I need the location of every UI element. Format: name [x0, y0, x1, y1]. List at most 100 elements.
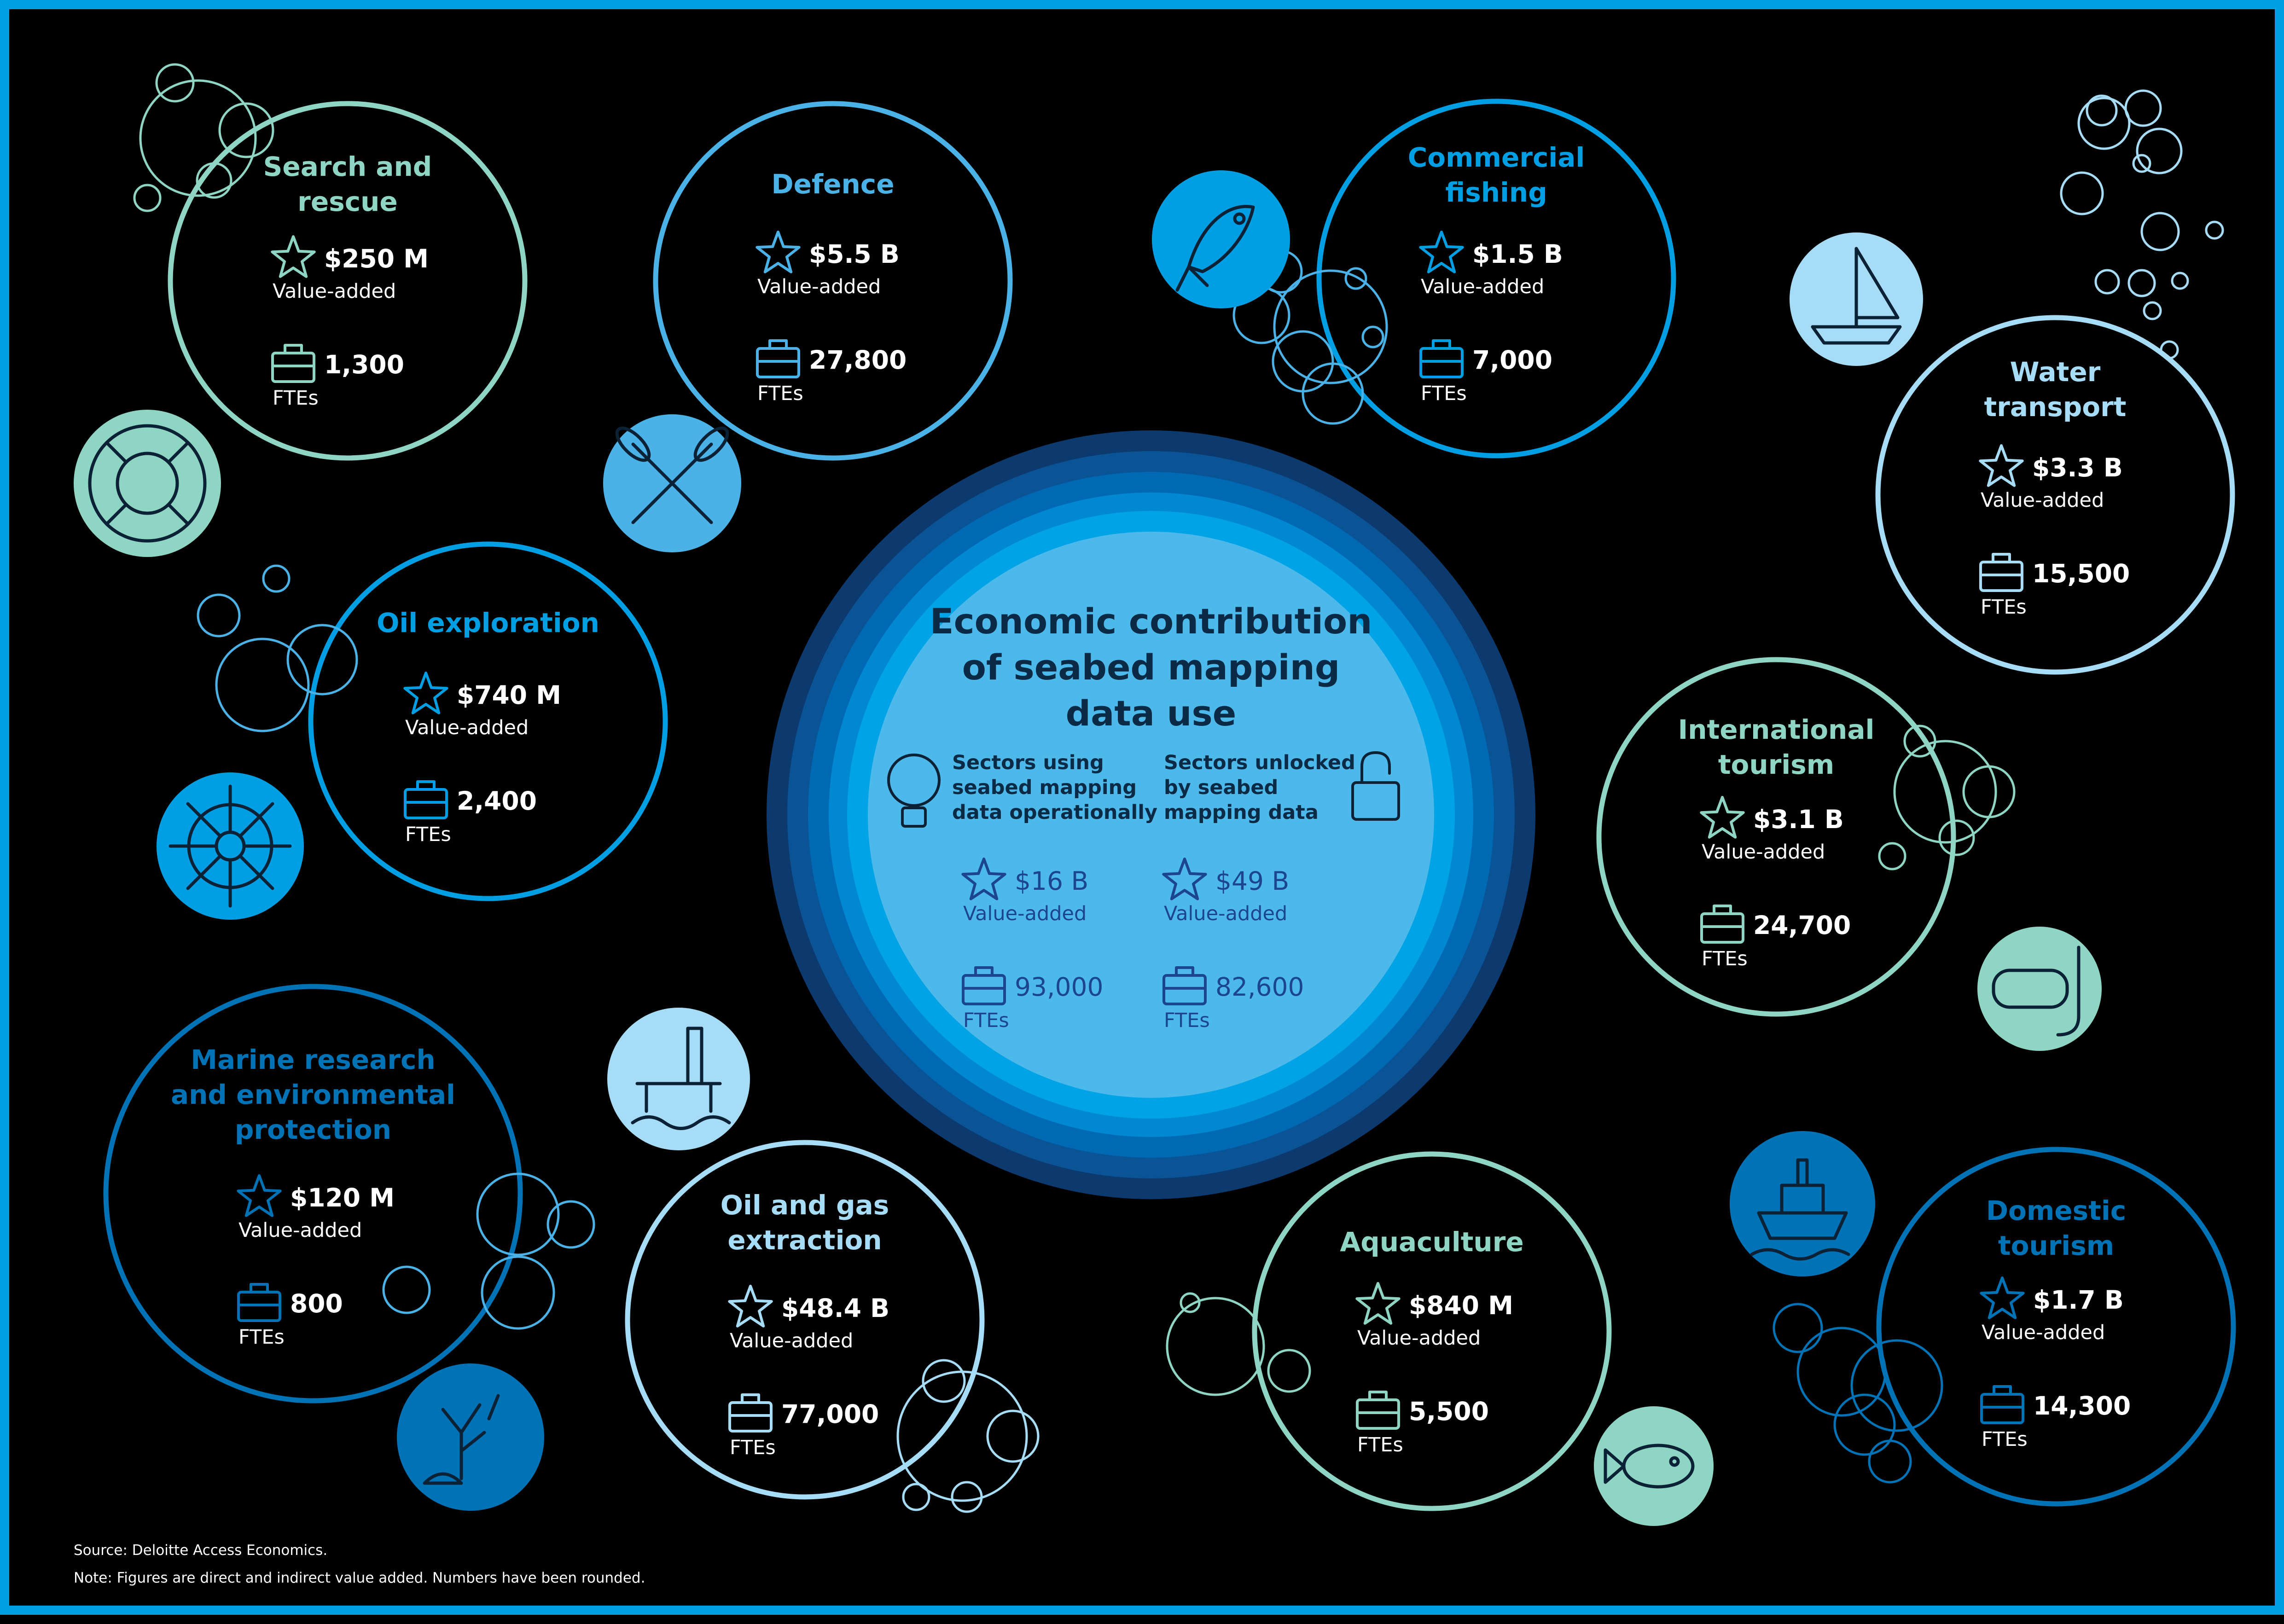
- total-unlocked-star-icon: [1162, 858, 1207, 900]
- sector-circle-aquaculture: [1252, 1151, 1612, 1511]
- fish-bubbles-icon: [1594, 1406, 1714, 1526]
- sector-value-label: Value-added: [1702, 841, 1825, 864]
- sector-ftes-label: FTEs: [1702, 947, 1748, 970]
- diagram-artwork: [74, 63, 2236, 1526]
- sector-marine-research-star-outline: [237, 1174, 282, 1217]
- coral-icon: [397, 1363, 544, 1511]
- sector-value: $3.1 B: [1753, 805, 1844, 834]
- oar-shaft-2: [631, 442, 713, 524]
- sector-circle-search-and-rescue: [168, 101, 528, 461]
- wheel-spoke-4: [186, 854, 222, 890]
- oil-rig-badge: [607, 1008, 750, 1150]
- sector-water-transport-star-icon: [1979, 444, 2024, 487]
- ferry-icon: [1730, 1131, 1875, 1276]
- bubble-21: [2060, 171, 2104, 215]
- sector-value-label: Value-added: [273, 280, 396, 303]
- ferry-funnel: [1796, 1158, 1809, 1187]
- life-ring-badge: [74, 410, 221, 557]
- bubble-15: [1273, 269, 1388, 384]
- sector-name-domestic-tourism: Domestic tourism: [1986, 1195, 2127, 1261]
- sector-value: $5.5 B: [809, 239, 900, 269]
- bubble-47: [1773, 1303, 1823, 1353]
- bubble-37: [546, 1200, 595, 1249]
- sector-international-tourism-star-icon: [1700, 796, 1745, 839]
- sector-domestic-tourism-briefcase-icon: [1980, 1385, 2024, 1424]
- sector-value: $1.5 B: [1472, 239, 1563, 269]
- footer-source: Source: Deloitte Access Economics.: [74, 1542, 328, 1559]
- sector-defence-star-icon: [756, 231, 801, 273]
- sector-circle-oil-and-gas: [625, 1140, 985, 1500]
- fish-icon: [1152, 170, 1290, 308]
- sector-circle-international-tourism: [1596, 657, 1956, 1017]
- mask-frame: [1992, 969, 2069, 1009]
- sector-value: $840 M: [1409, 1291, 1513, 1320]
- bubble-43: [902, 1483, 930, 1511]
- bubble-48: [1796, 1327, 1887, 1417]
- legend-unlocked-label: Sectors unlocked by seabed mapping data: [1164, 751, 1355, 824]
- life-ring-band-3: [105, 441, 128, 464]
- sector-circle-commercial-fishing: [1316, 99, 1676, 458]
- bubble-33: [1938, 819, 1975, 856]
- sector-search-and-rescue-briefcase-lid: [273, 344, 314, 367]
- fish-body: [1187, 205, 1255, 273]
- snorkel-mask-glyph: [1992, 945, 2081, 1037]
- sector-aquaculture-star-outline: [1355, 1282, 1401, 1325]
- bubble-25: [2127, 269, 2156, 297]
- sector-value-label: Value-added: [238, 1219, 362, 1242]
- sector-ftes-label: FTEs: [1982, 1428, 2028, 1451]
- small-fish-eye: [1669, 1456, 1680, 1467]
- sector-commercial-fishing-star-outline: [1419, 231, 1464, 273]
- sector-international-tourism-star-outline: [1700, 796, 1745, 839]
- sector-value-label: Value-added: [405, 716, 529, 739]
- bubble-40: [896, 1370, 1028, 1502]
- sector-search-and-rescue-briefcase-icon: [271, 344, 315, 383]
- padlock-shackle: [1360, 751, 1391, 784]
- sector-international-tourism-briefcase-icon: [1700, 905, 1744, 944]
- sector-ftes: 14,300: [2033, 1391, 2131, 1421]
- total-operational-value-label: Value-added: [963, 902, 1087, 925]
- bubble-44: [1180, 1292, 1201, 1313]
- sector-oil-and-gas-briefcase-lid: [730, 1393, 771, 1417]
- snorkel-mask-icon: [1977, 927, 2102, 1051]
- sector-ftes-label: FTEs: [238, 1326, 285, 1349]
- sector-value: $120 M: [290, 1183, 395, 1212]
- bubble-24: [2094, 269, 2120, 295]
- total-operational-value: $16 B: [1015, 866, 1089, 896]
- footer-note: Note: Figures are direct and indirect va…: [74, 1570, 645, 1586]
- sector-ftes-label: FTEs: [273, 387, 319, 410]
- sector-ftes-label: FTEs: [1421, 382, 1467, 405]
- bulb-glass: [887, 754, 941, 807]
- total-operational-ftes: 93,000: [1015, 972, 1104, 1002]
- bubble-41: [986, 1409, 1040, 1463]
- sector-ftes-label: FTEs: [730, 1436, 776, 1459]
- bubble-31: [1893, 740, 1997, 844]
- sector-ftes: 2,400: [457, 786, 537, 816]
- life-ring-icon: [74, 410, 221, 557]
- oar-blade-2: [693, 426, 729, 462]
- life-ring-band-4: [167, 441, 190, 464]
- sector-value: $3.3 B: [2032, 453, 2123, 482]
- bubble-6: [197, 593, 241, 638]
- bubble-22: [2140, 212, 2180, 251]
- sector-ftes: 77,000: [781, 1399, 879, 1429]
- crossed-oars-glyph: [615, 426, 729, 524]
- sector-ftes: 24,700: [1753, 911, 1851, 940]
- sector-value: $1.7 B: [2033, 1285, 2124, 1315]
- sector-value-label: Value-added: [1357, 1327, 1481, 1350]
- sector-value-label: Value-added: [757, 275, 881, 298]
- bubble-3: [218, 102, 274, 158]
- ferry-badge: [1730, 1131, 1875, 1276]
- sector-value: $48.4 B: [781, 1293, 890, 1323]
- sector-oil-exploration-star-outline: [403, 672, 448, 714]
- total-unlocked-value: $49 B: [1215, 866, 1290, 896]
- sector-value-label: Value-added: [1982, 1321, 2105, 1344]
- sector-ftes: 27,800: [809, 345, 907, 375]
- bubble-19: [2124, 89, 2162, 127]
- crossed-oars-icon: [603, 414, 741, 552]
- sector-oil-and-gas-star-icon: [728, 1285, 773, 1328]
- sector-oil-and-gas-briefcase-icon: [728, 1393, 773, 1433]
- sector-name-oil-exploration: Oil exploration: [377, 607, 599, 638]
- sector-international-tourism-briefcase-lid: [1702, 905, 1743, 928]
- boat-sail: [1854, 247, 1900, 319]
- total-unlocked-value-label: Value-added: [1164, 902, 1288, 925]
